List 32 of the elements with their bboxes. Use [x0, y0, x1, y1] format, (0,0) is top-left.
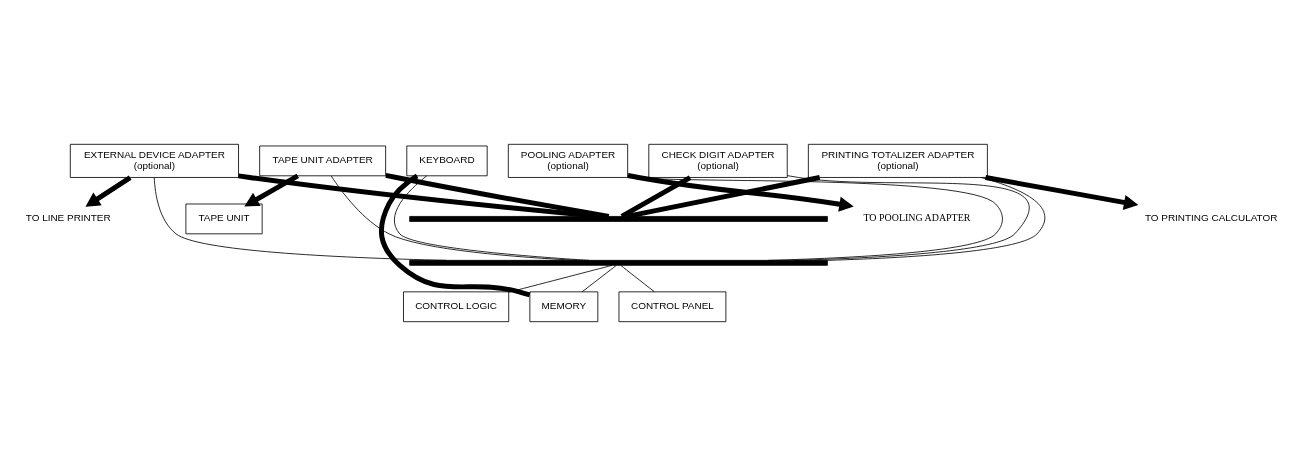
arrow: [85, 175, 132, 207]
connector: [827, 177, 1046, 261]
node-box: PRINTING TOTALIZER ADAPTER (optional): [807, 143, 988, 178]
node-box: EXTERNAL DEVICE ADAPTER (optional): [69, 143, 239, 178]
connector: [620, 175, 692, 219]
node-box: MEMORY: [529, 291, 599, 323]
arrow: [244, 173, 299, 207]
connector: [581, 265, 617, 293]
connector: [153, 177, 447, 261]
connector: [508, 264, 613, 293]
node-box: TAPE UNIT: [185, 203, 263, 235]
node-box: CONTROL PANEL: [618, 291, 727, 323]
connector: [330, 175, 578, 261]
arrow: [627, 173, 854, 212]
node-text: TO POOLING ADAPTER: [863, 212, 971, 224]
node-bar: [409, 216, 828, 222]
connector: [394, 175, 590, 261]
connector: [620, 265, 655, 293]
node-box: CONTROL LOGIC: [403, 291, 510, 323]
node-text: TO PRINTING CALCULATOR: [1144, 212, 1278, 224]
node-bar: [409, 259, 828, 266]
connector: [626, 175, 821, 219]
connector: [786, 175, 1030, 261]
connector: [627, 175, 1003, 261]
node-text: TO LINE PRINTER: [25, 212, 111, 224]
node-box: POOLING ADAPTER (optional): [507, 143, 629, 178]
node-box: CHECK DIGIT ADAPTER (optional): [648, 143, 788, 178]
node-box: KEYBOARD: [406, 145, 488, 177]
node-box: TAPE UNIT ADAPTER: [259, 145, 387, 177]
connector: [385, 172, 610, 219]
connector: [378, 173, 531, 298]
arrow: [985, 175, 1139, 210]
